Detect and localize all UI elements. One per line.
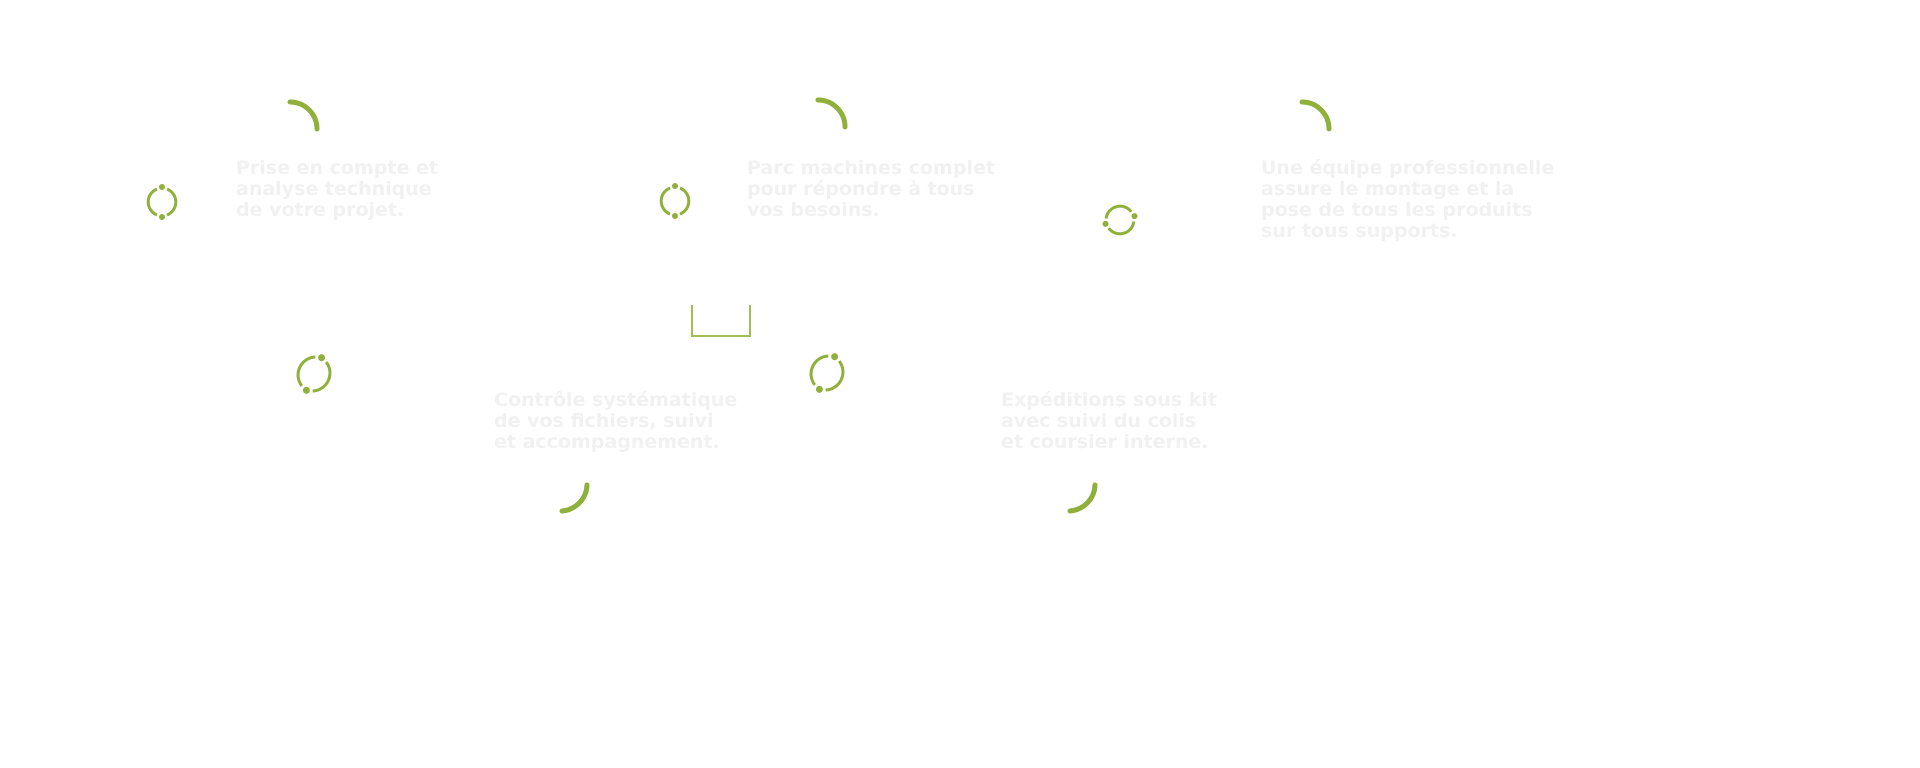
bracket-decoration <box>691 305 751 337</box>
feature-line: analyse technique <box>236 178 432 200</box>
arc-decoration-icon <box>287 99 320 132</box>
loading-spinner-icon <box>809 353 845 393</box>
feature-line: et accompagnement. <box>494 431 720 453</box>
feature-line: Une équipe professionnelle <box>1261 157 1555 179</box>
feature-line: Prise en compte et <box>236 157 438 179</box>
feature-line: Expéditions sous kit <box>1001 389 1217 411</box>
feature-line: pour répondre à tous <box>747 178 975 200</box>
feature-line: avec suivi du colis <box>1001 410 1197 432</box>
loading-spinner-icon <box>146 184 178 220</box>
feature-line: de vos fichiers, suivi <box>494 410 714 432</box>
feature-line: vos besoins. <box>747 199 880 221</box>
loading-spinner-icon <box>1102 204 1138 236</box>
feature-line: Parc machines complet <box>747 157 995 179</box>
arc-decoration-icon <box>1299 99 1332 132</box>
arc-decoration-icon <box>1067 482 1098 514</box>
feature-line: pose de tous les produits <box>1261 199 1533 221</box>
feature-line: assure le montage et la <box>1261 178 1515 200</box>
loading-spinner-icon <box>296 354 332 394</box>
loading-spinner-icon <box>659 183 691 219</box>
arc-decoration-icon <box>815 97 848 130</box>
feature-line: sur tous supports. <box>1261 220 1458 242</box>
feature-line: de votre projet. <box>236 199 405 221</box>
feature-line: Contrôle systématique <box>494 389 738 411</box>
arc-decoration-icon <box>559 482 590 514</box>
feature-line: et coursier interne. <box>1001 431 1209 453</box>
